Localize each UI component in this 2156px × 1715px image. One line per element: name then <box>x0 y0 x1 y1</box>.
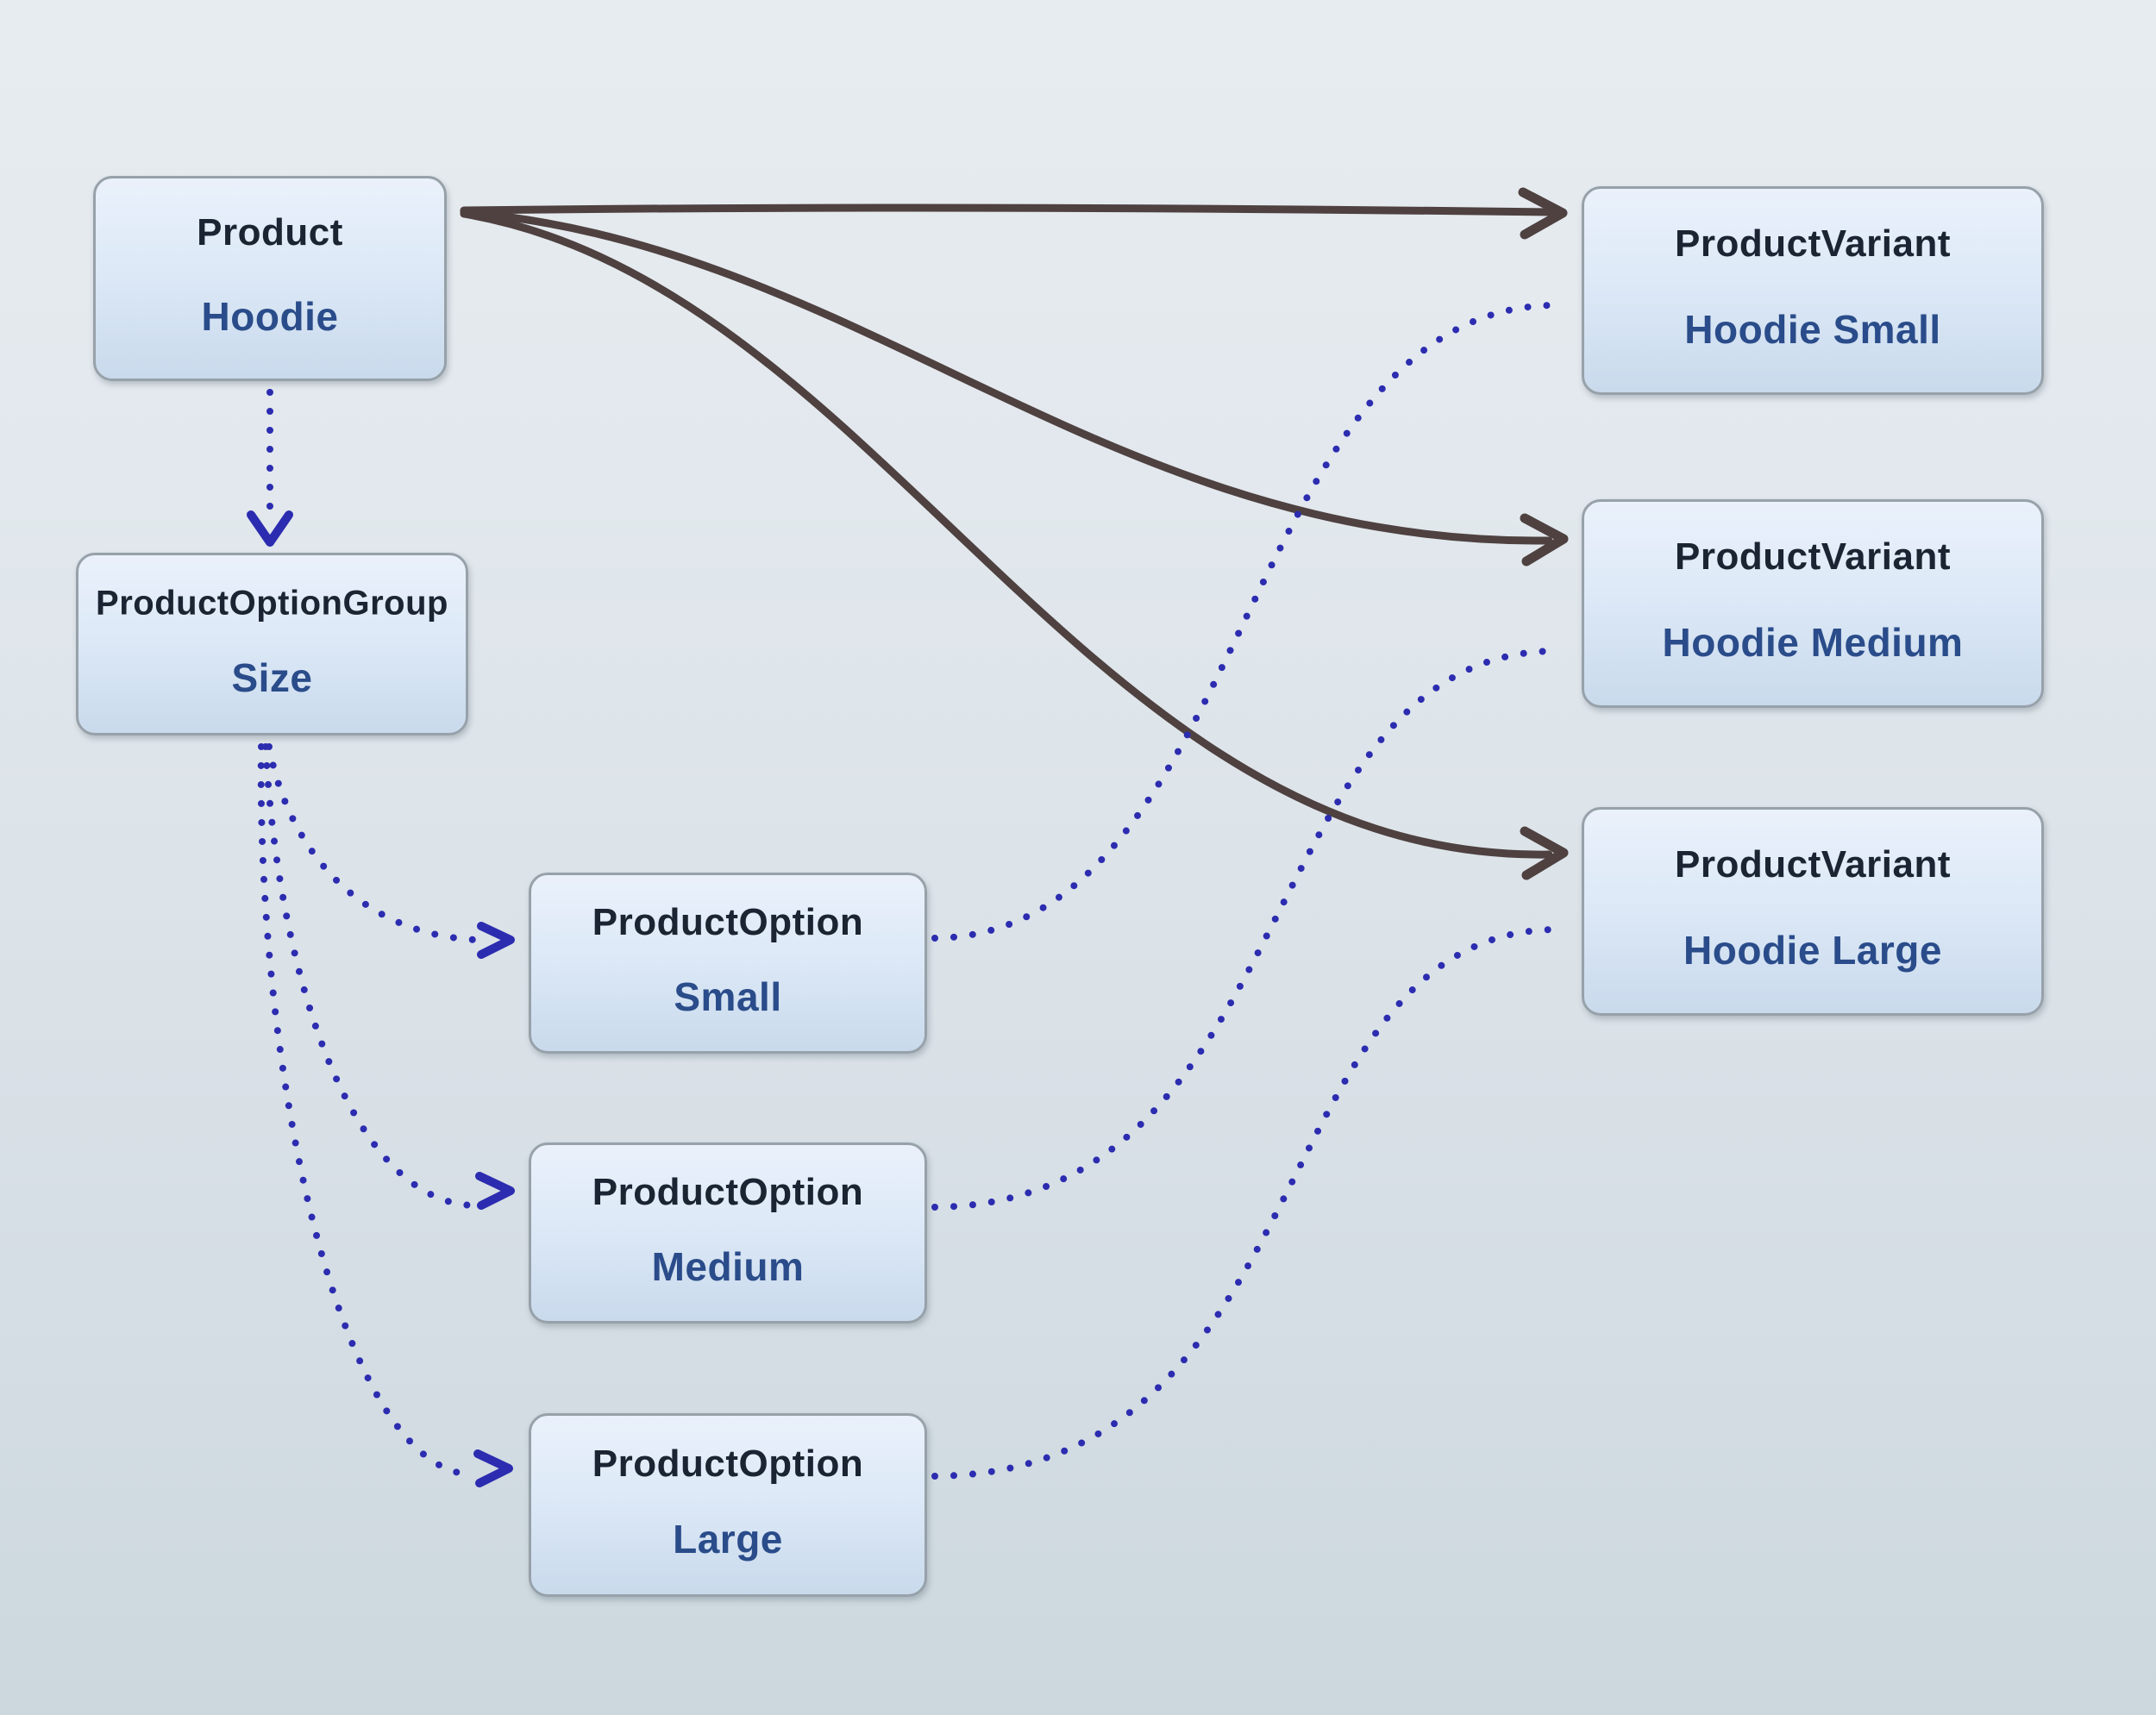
node-option-small-type-label: ProductOption <box>592 901 864 944</box>
arrowhead-group-to-option-small <box>477 922 515 959</box>
node-variant-medium: ProductVariant Hoodie Medium <box>1582 499 2044 708</box>
edge-option-small-to-variant-small <box>931 302 1557 942</box>
arrowhead-group-to-option-large <box>473 1449 513 1487</box>
node-option-medium-value-label: Medium <box>651 1243 805 1289</box>
node-option-medium-type-label: ProductOption <box>592 1171 864 1214</box>
node-option-large: ProductOption Large <box>529 1413 927 1597</box>
node-option-group-value-label: Size <box>231 655 313 701</box>
node-variant-medium-value-label: Hoodie Medium <box>1662 619 1964 665</box>
arrowhead-product-to-option-group <box>247 510 293 547</box>
node-option-small: ProductOption Small <box>529 873 927 1054</box>
edge-group-to-option-small <box>266 743 479 943</box>
edge-product-to-variant-large <box>460 210 1553 859</box>
node-product-value-label: Hoodie <box>201 294 339 340</box>
node-variant-small: ProductVariant Hoodie Small <box>1582 186 2044 395</box>
node-variant-medium-type-label: ProductVariant <box>1675 535 1951 578</box>
arrowhead-product-to-variant-small <box>1518 187 1568 240</box>
arrowhead-product-to-variant-medium <box>1520 513 1569 566</box>
edge-option-large-to-variant-large <box>931 926 1559 1480</box>
edge-product-to-variant-medium <box>460 208 1553 545</box>
node-variant-large: ProductVariant Hoodie Large <box>1582 807 2044 1016</box>
node-option-large-type-label: ProductOption <box>592 1442 864 1485</box>
node-option-medium: ProductOption Medium <box>529 1142 927 1324</box>
node-option-group-type-label: ProductOptionGroup <box>96 584 448 623</box>
node-product-type-label: Product <box>197 210 343 253</box>
edge-option-medium-to-variant-medium <box>931 648 1557 1211</box>
node-option-large-value-label: Large <box>673 1516 783 1562</box>
node-variant-large-value-label: Hoodie Large <box>1683 927 1942 973</box>
node-variant-large-type-label: ProductVariant <box>1675 842 1951 886</box>
node-variant-small-type-label: ProductVariant <box>1675 222 1951 265</box>
arrowhead-group-to-option-medium <box>475 1172 515 1210</box>
edge-group-to-option-large <box>257 743 473 1478</box>
node-option-group: ProductOptionGroup Size <box>76 553 468 735</box>
edge-group-to-option-medium <box>262 743 476 1209</box>
node-product: Product Hoodie <box>93 176 447 381</box>
node-option-small-value-label: Small <box>674 973 782 1019</box>
arrowhead-product-to-variant-large <box>1520 826 1569 880</box>
node-variant-small-value-label: Hoodie Small <box>1684 306 1941 352</box>
edge-product-to-variant-small <box>460 203 1555 216</box>
